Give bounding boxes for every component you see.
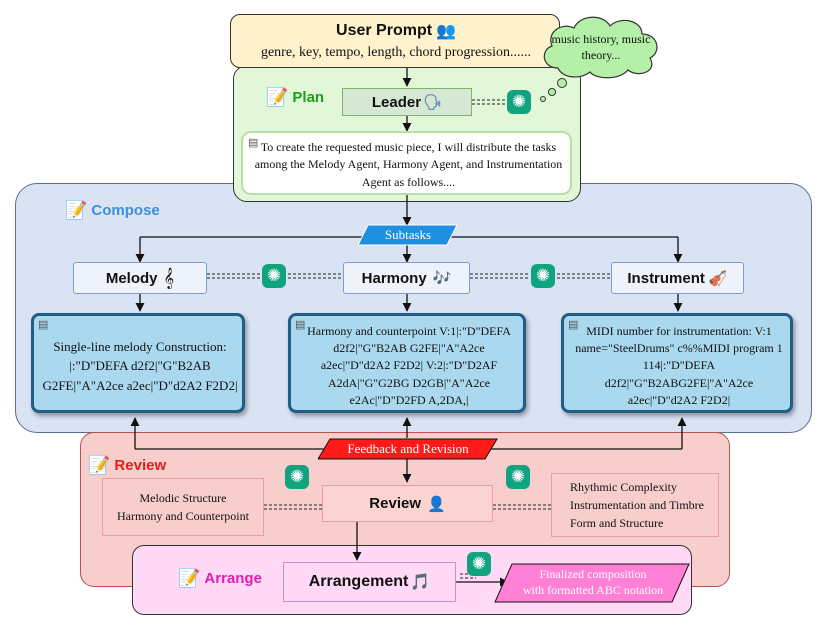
users-icon: 👥 [436, 23, 456, 40]
openai-icon: ✺ [262, 264, 286, 288]
memo-icon: 📝 [178, 568, 201, 588]
document-icon: ▤ [38, 319, 49, 331]
arrangement-node: Arrangement 🎵 [283, 562, 456, 602]
openai-icon: ✺ [531, 264, 555, 288]
harmony-agent-node: Harmony 🎶 [343, 262, 470, 294]
feedback-label: Feedback and Revision [347, 441, 469, 456]
openai-icon: ✺ [467, 552, 491, 576]
review-criterion: Harmony and Counterpoint [117, 509, 249, 523]
plan-label: 📝 Plan [266, 88, 324, 106]
leader-message-text: To create the requested music piece, I w… [254, 139, 563, 189]
review-criteria-right: Rhythmic Complexity Instrumentation and … [551, 473, 719, 537]
harmony-agent-label: Harmony [361, 269, 427, 287]
arrange-label: 📝 Arrange [178, 569, 262, 587]
document-icon: ▤ [295, 319, 306, 331]
user-prompt-box: User Prompt 👥 genre, key, tempo, length,… [230, 14, 560, 68]
instrument-output-text: MIDI number for instrumentation: V:1 nam… [575, 323, 783, 408]
final-output-line: with formatted ABC notation [522, 583, 664, 597]
memo-icon: 📝 [88, 455, 111, 475]
instrument-agent-label: Instrument [627, 269, 705, 287]
treble-clef-icon: 𝄞 [163, 267, 175, 289]
leader-message-box: ▤ To create the requested music piece, I… [241, 131, 572, 195]
leader-label: Leader [371, 93, 422, 111]
review-node: Review 👤 [322, 485, 493, 522]
harmony-output-text: Harmony and counterpoint V:1|:"D"DEFA d2… [307, 323, 511, 408]
review-label-text: Review [114, 456, 167, 474]
openai-icon: ✺ [506, 465, 530, 489]
leader-node: Leader 🗣 [342, 88, 472, 116]
document-icon: ▤ [248, 137, 259, 149]
review-criterion: Form and Structure [570, 516, 664, 530]
melody-output-box: ▤ Single-line melody Construction: |:"D"… [31, 313, 245, 413]
instrument-agent-node: Instrument 🎻 [611, 262, 744, 294]
memo-icon: 📝 [266, 87, 289, 107]
document-icon: ▤ [568, 319, 579, 331]
compose-label-text: Compose [91, 201, 160, 219]
review-criterion: Melodic Structure [139, 491, 227, 505]
arrangement-node-label: Arrangement [308, 573, 409, 590]
musical-note-icon: 🎵 [410, 574, 431, 591]
thought-bubble-small [540, 96, 546, 102]
violin-icon: 🎻 [708, 270, 728, 287]
openai-icon: ✺ [507, 90, 531, 114]
music-notes-icon: 🎶 [432, 270, 452, 287]
review-criterion: Instrumentation and Timbre [570, 498, 704, 512]
feedback-shape [318, 438, 498, 460]
review-criterion: Rhythmic Complexity [570, 480, 677, 494]
arrange-label-text: Arrange [204, 569, 262, 587]
speaking-head-icon: 🗣 [423, 94, 443, 111]
subtasks-label: Subtasks [384, 227, 432, 242]
user-prompt-subtitle: genre, key, tempo, length, chord progres… [260, 45, 532, 60]
cloud-icon [543, 16, 658, 79]
final-output-text: Finalized composition with formatted ABC… [510, 565, 676, 601]
melody-output-text: Single-line melody Construction: |:"D"DE… [42, 338, 238, 393]
melody-agent-node: Melody 𝄞 [73, 262, 207, 294]
memo-icon: 📝 [65, 200, 88, 220]
output-shape [494, 563, 690, 603]
cloud-text: music history, music theory... [551, 32, 651, 62]
review-criteria-left: Melodic Structure Harmony and Counterpoi… [102, 478, 264, 536]
review-node-label: Review [369, 495, 421, 512]
user-prompt-title-text: User Prompt [336, 22, 433, 39]
user-prompt-title: User Prompt 👥 [231, 21, 561, 41]
review-label: 📝 Review [88, 456, 166, 474]
final-output-line: Finalized composition [539, 567, 647, 582]
instrument-output-box: ▤ MIDI number for instrumentation: V:1 n… [561, 313, 793, 413]
compose-label: 📝 Compose [65, 201, 160, 219]
thought-bubble-large [557, 78, 567, 88]
thought-bubble-medium [548, 88, 556, 96]
person-icon: 👤 [427, 495, 446, 513]
openai-icon: ✺ [285, 465, 309, 489]
subtasks-shape [358, 224, 458, 246]
plan-label-text: Plan [292, 88, 325, 106]
harmony-output-box: ▤ Harmony and counterpoint V:1|:"D"DEFA … [288, 313, 526, 413]
melody-agent-label: Melody [105, 269, 158, 287]
